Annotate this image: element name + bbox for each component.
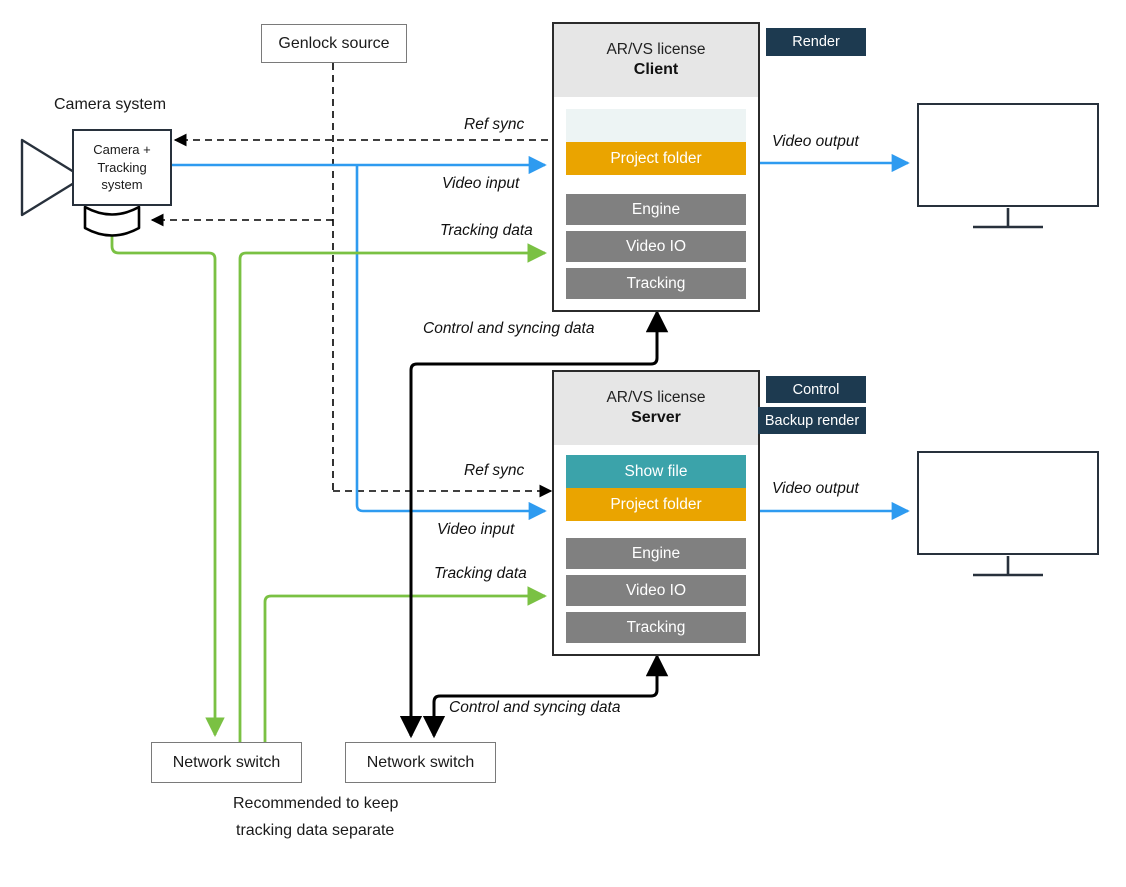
label-video-output-server: Video output	[772, 480, 859, 497]
client-row-project-folder-label: Project folder	[610, 149, 702, 167]
monitor-server[interactable]	[917, 451, 1099, 555]
camera-body-line-3: system	[101, 177, 143, 193]
switch-note-line-2: tracking data separate	[236, 822, 395, 839]
network-switch-tracking-label: Network switch	[172, 753, 281, 771]
camera-system-caption: Camera system	[54, 96, 167, 113]
client-badge-render[interactable]: Render	[766, 28, 866, 56]
server-license-label: AR/VS license	[606, 389, 706, 407]
client-panel-header: AR/VS license Client	[554, 24, 758, 97]
monitor-stand-client	[973, 208, 1043, 229]
label-video-output-client: Video output	[772, 133, 859, 150]
camera-body-line-2: Tracking	[97, 159, 147, 175]
genlock-source-box[interactable]: Genlock source	[261, 24, 407, 63]
camera-body-box[interactable]: Camera + Tracking system	[72, 129, 172, 206]
genlock-source-label: Genlock source	[278, 34, 390, 52]
server-panel[interactable]: AR/VS license Server Show file Project f…	[552, 370, 760, 656]
client-row-video-io-label: Video IO	[625, 237, 687, 255]
server-row-tracking-label: Tracking	[626, 618, 686, 636]
server-row-show-file-label: Show file	[624, 462, 688, 480]
camera-tracker-icon	[83, 205, 141, 237]
client-row-empty[interactable]	[566, 109, 746, 142]
client-row-tracking[interactable]: Tracking	[566, 268, 746, 299]
client-panel[interactable]: AR/VS license Client Project folder Engi…	[552, 22, 760, 312]
client-row-tracking-label: Tracking	[626, 274, 686, 292]
client-badge-render-label: Render	[792, 34, 840, 50]
server-row-project-folder-label: Project folder	[610, 495, 702, 513]
server-row-engine[interactable]: Engine	[566, 538, 746, 569]
network-switch-tracking[interactable]: Network switch	[151, 742, 302, 783]
edge-tracker-to-switch	[110, 235, 225, 737]
edge-control-client	[399, 309, 669, 739]
label-ref-sync-server: Ref sync	[464, 462, 525, 479]
client-row-engine-label: Engine	[631, 200, 681, 218]
label-video-input-server: Video input	[437, 521, 515, 538]
server-badge-backup-render[interactable]: Backup render	[758, 407, 866, 434]
edge-video-input-server	[355, 165, 547, 521]
edge-tracking-data-client	[238, 243, 547, 760]
server-badge-control-label: Control	[792, 381, 840, 398]
network-switch-control-label: Network switch	[366, 753, 475, 771]
monitor-client[interactable]	[917, 103, 1099, 207]
client-row-engine[interactable]: Engine	[566, 194, 746, 225]
label-control-sync-server: Control and syncing data	[449, 699, 621, 716]
client-role-label: Client	[633, 60, 679, 78]
switch-note-line-1: Recommended to keep	[233, 795, 399, 812]
edge-control-server	[422, 653, 669, 739]
label-video-input-client: Video input	[442, 175, 520, 192]
camera-body-line-1: Camera +	[93, 142, 151, 158]
edge-tracking-data-server	[263, 586, 547, 760]
client-license-label: AR/VS license	[606, 41, 706, 59]
label-tracking-data-server: Tracking data	[434, 565, 527, 582]
server-badge-backup-render-label: Backup render	[764, 412, 860, 429]
client-row-video-io[interactable]: Video IO	[566, 231, 746, 262]
label-control-sync-client: Control and syncing data	[423, 320, 595, 337]
server-row-project-folder[interactable]: Project folder	[566, 488, 746, 521]
network-switch-control[interactable]: Network switch	[345, 742, 496, 783]
server-row-tracking[interactable]: Tracking	[566, 612, 746, 643]
camera-lens-icon	[20, 138, 76, 217]
monitor-stand-server	[973, 556, 1043, 577]
label-ref-sync-client: Ref sync	[464, 116, 525, 133]
server-badge-control[interactable]: Control	[766, 376, 866, 403]
label-tracking-data-client: Tracking data	[440, 222, 533, 239]
server-role-label: Server	[631, 408, 681, 426]
server-row-engine-label: Engine	[631, 544, 681, 562]
server-row-video-io-label: Video IO	[625, 581, 687, 599]
client-row-project-folder[interactable]: Project folder	[566, 142, 746, 175]
server-row-show-file[interactable]: Show file	[566, 455, 746, 488]
server-row-video-io[interactable]: Video IO	[566, 575, 746, 606]
server-panel-header: AR/VS license Server	[554, 372, 758, 445]
